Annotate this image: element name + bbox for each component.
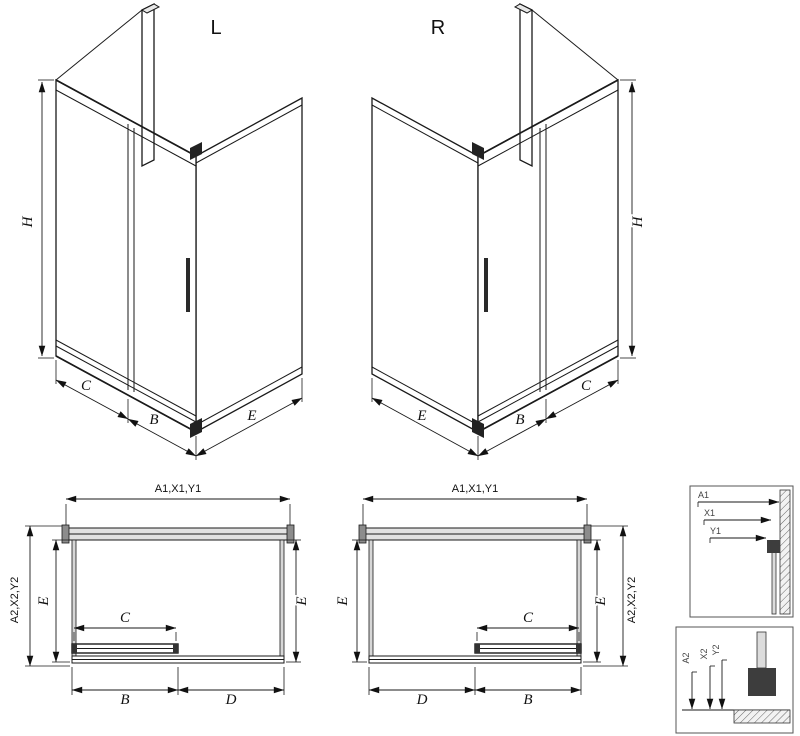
dim-label-a2: A2 — [681, 652, 691, 663]
dim-label-y2: Y2 — [711, 644, 721, 655]
dim-label-a1: A1 — [698, 490, 709, 500]
iso-view-right: R H C B E — [338, 0, 648, 472]
plan-view-right: A1,X1,Y1 A2,X2,Y2 E E C D B — [334, 482, 640, 710]
dim-label-fixed: C — [81, 378, 92, 394]
dim-label-width-top: A1,X1,Y1 — [452, 483, 498, 495]
dim-label-door-bottom: B — [120, 692, 129, 708]
dim-label-opening: C — [523, 610, 534, 626]
dim-label-door: B — [515, 412, 524, 428]
dim-label-depth-left: E — [36, 596, 52, 606]
dim-label-side: E — [246, 408, 256, 424]
wall-profile-section — [767, 540, 780, 553]
detail-frame — [675, 626, 794, 734]
dim-label-x2: X2 — [699, 648, 709, 659]
dim-label-panel-bottom: D — [225, 692, 237, 708]
dim-label-height: H — [20, 215, 36, 228]
dim-label-depth-overall: A2,X2,Y2 — [9, 577, 21, 623]
dim-label-panel-bottom: D — [416, 692, 428, 708]
dim-label-x1: X1 — [704, 508, 715, 518]
dim-label-y1: Y1 — [710, 526, 721, 536]
detail-bottom-profile: A2 X2 Y2 — [675, 626, 794, 734]
plan-enclosure-drawing — [25, 495, 301, 695]
dim-label-fixed: C — [581, 378, 592, 394]
detail-top-profile: A1 X1 Y1 — [689, 485, 794, 618]
variant-label-right: R — [431, 17, 445, 39]
variant-label-left: L — [210, 17, 221, 39]
detail-frame — [689, 485, 794, 618]
dim-label-door-bottom: B — [523, 692, 532, 708]
floor-profile-section — [748, 668, 776, 696]
dim-label-depth-right: E — [294, 596, 310, 606]
dim-label-depth-overall: A2,X2,Y2 — [626, 577, 638, 623]
dim-label-side: E — [416, 408, 426, 424]
dim-label-height: H — [630, 215, 646, 228]
iso-view-left: L H C B E — [19, 2, 303, 460]
dim-label-opening: C — [120, 610, 131, 626]
dim-label-door: B — [149, 412, 158, 428]
plan-view-left: A1,X1,Y1 A2,X2,Y2 E E C B D — [8, 482, 312, 710]
dim-label-depth-left: E — [335, 596, 351, 606]
dim-label-depth-right: E — [593, 596, 609, 606]
iso-enclosure-drawing — [38, 2, 303, 460]
dim-label-width-top: A1,X1,Y1 — [155, 483, 201, 495]
